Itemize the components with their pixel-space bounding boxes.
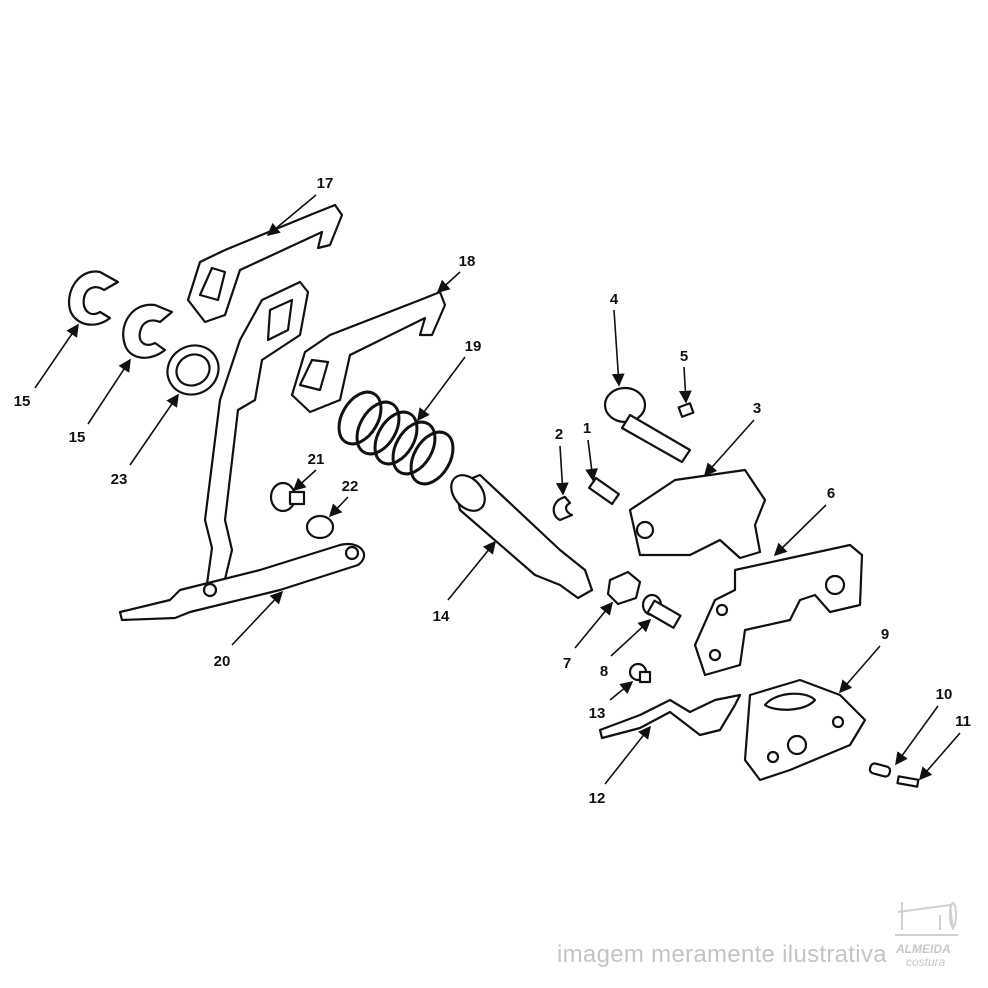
part-23-washer [166,344,220,396]
label-7: 7 [563,655,571,672]
sewing-machine-logo-icon [895,902,958,936]
part-17-lever [186,203,344,324]
part-4-pin [603,386,692,464]
label-13: 13 [589,705,606,722]
part-18-lever [290,290,447,414]
label-18: 18 [459,253,476,270]
label-6: 6 [827,485,835,502]
label-20: 20 [214,653,231,670]
label-8: 8 [600,663,608,680]
part-9-plate [743,678,867,782]
part-22-washer [305,514,335,540]
part-7-nut [606,570,642,606]
label-12: 12 [589,790,606,807]
label-11: 11 [955,713,971,730]
part-1-pin [587,476,621,506]
label-1: 1 [583,420,591,437]
label-15a: 15 [14,393,31,410]
label-9: 9 [881,626,889,643]
part-21-screw [269,481,306,513]
part-13-screw [628,662,652,684]
label-4: 4 [610,291,619,308]
part-6-plate [693,543,864,677]
watermark-text: imagem meramente ilustrativa [557,941,887,968]
part-19-spring [337,390,455,486]
logo-brand: ALMEIDA [896,942,951,956]
label-23: 23 [111,471,128,488]
part-14-shaft [450,473,594,600]
part-3-block [628,468,767,560]
label-19: 19 [465,338,482,355]
part-10-pin [868,762,892,778]
part-2-clip [552,495,574,522]
part-15-clip-b [122,303,174,359]
label-10: 10 [936,686,953,703]
part-8-screw [641,593,682,629]
part-12-lever [598,693,742,740]
part-20-link [118,280,366,622]
logo-sub: costura [906,955,946,969]
label-15b: 15 [69,429,86,446]
part-15-clip-a [67,270,120,326]
label-2: 2 [555,426,563,443]
label-3: 3 [753,400,761,417]
label-21: 21 [308,451,325,468]
label-22: 22 [342,478,359,495]
label-5: 5 [680,348,688,365]
label-14: 14 [433,608,450,625]
part-11-screw [896,775,920,788]
callout-arrows [34,194,961,785]
label-17: 17 [317,175,334,192]
part-5-setscrew [677,402,695,418]
